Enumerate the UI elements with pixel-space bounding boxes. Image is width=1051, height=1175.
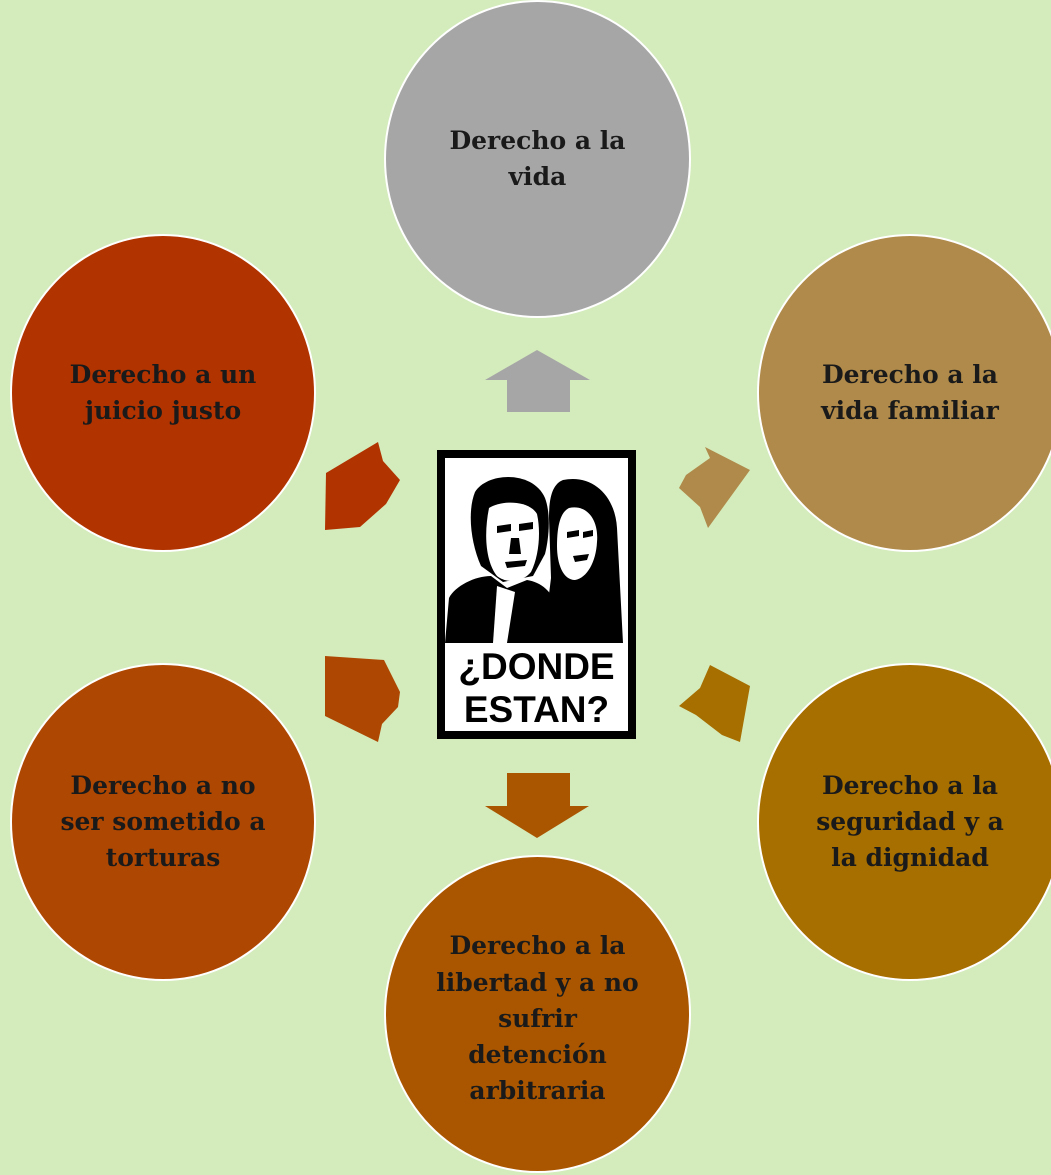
node-label: Derecho a no ser sometido a torturas: [60, 770, 266, 873]
node-derecho-libertad: Derecho a la libertad y a no sufrir dete…: [384, 855, 691, 1173]
arrow-down-right-icon: [679, 665, 750, 742]
portrait-silhouettes-icon: [445, 458, 628, 643]
arrow-down-left-icon: [325, 656, 400, 742]
poster-caption-line1: ¿DONDE: [458, 646, 615, 687]
node-label: Derecho a la seguridad y a la dignidad: [816, 770, 1004, 873]
arrow-up-icon: [485, 350, 590, 412]
node-derecho-no-torturas: Derecho a no ser sometido a torturas: [10, 663, 316, 981]
node-label: Derecho a la vida familiar: [821, 359, 999, 425]
node-derecho-seguridad-dignidad: Derecho a la seguridad y a la dignidad: [757, 663, 1051, 981]
node-label: Derecho a la vida: [449, 125, 626, 191]
arrow-up-left-icon: [325, 442, 400, 530]
poster-panel: ¿DONDE ESTAN?: [445, 458, 628, 731]
center-poster: ¿DONDE ESTAN?: [437, 450, 636, 739]
arrow-up-right-icon: [679, 447, 750, 528]
node-label: Derecho a la libertad y a no sufrir dete…: [436, 931, 639, 1106]
poster-caption-line2: ESTAN?: [463, 688, 610, 730]
node-derecho-juicio-justo: Derecho a un juicio justo: [10, 234, 316, 552]
node-derecho-vida-familiar: Derecho a la vida familiar: [757, 234, 1051, 552]
arrow-down-icon: [485, 773, 589, 838]
node-derecho-vida: Derecho a la vida: [384, 0, 691, 318]
poster-caption: ¿DONDE ESTAN?: [445, 646, 628, 731]
node-label: Derecho a un juicio justo: [69, 359, 257, 425]
